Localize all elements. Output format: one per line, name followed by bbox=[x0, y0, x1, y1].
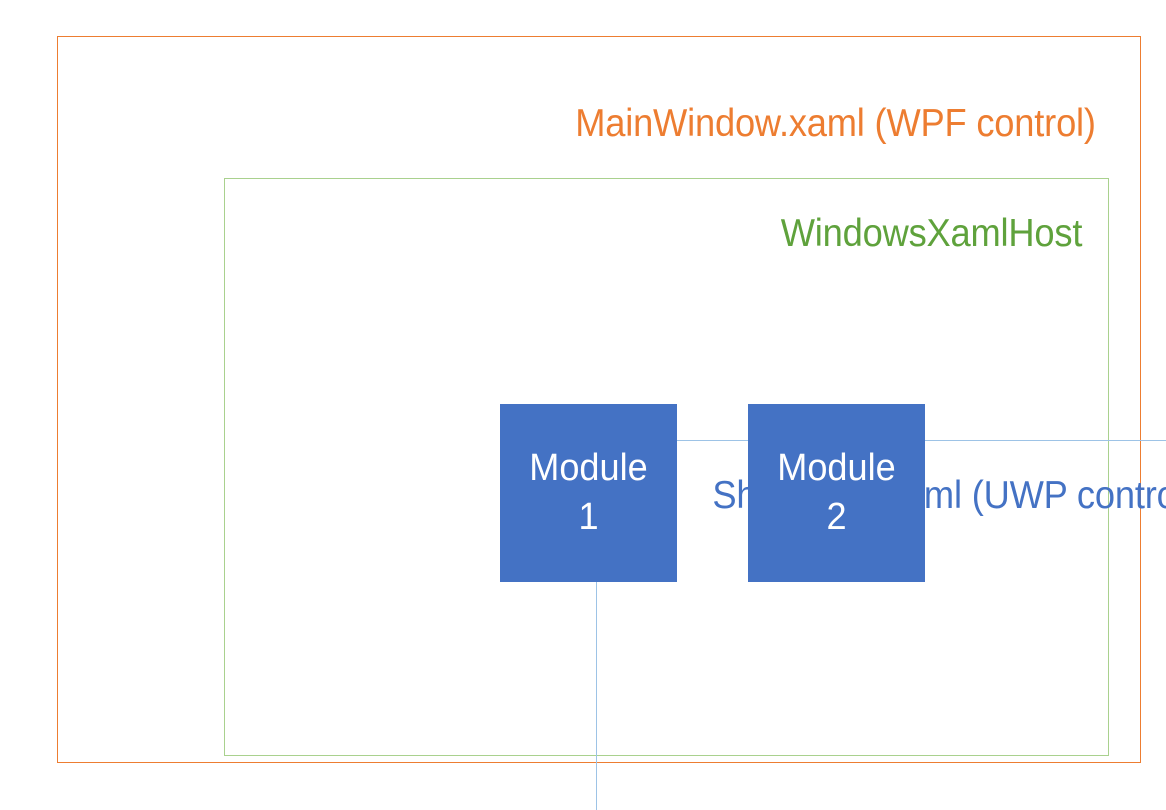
mainwindow-xaml-container: MainWindow.xaml (WPF control) WindowsXam… bbox=[57, 36, 1166, 810]
module-1-block: Module 1 bbox=[500, 404, 677, 582]
module-1-line2: 1 bbox=[578, 496, 599, 538]
module-2-label: Module 2 bbox=[762, 444, 911, 542]
module-2-line1: Module bbox=[777, 447, 896, 489]
module-1-label: Module 1 bbox=[514, 444, 663, 542]
module-2-line2: 2 bbox=[826, 496, 847, 538]
module-1-line1: Module bbox=[529, 447, 648, 489]
windowsxamlhost-label: WindowsXamlHost bbox=[780, 212, 1082, 255]
module-2-block: Module 2 bbox=[748, 404, 925, 582]
mainwindow-xaml-label: MainWindow.xaml (WPF control) bbox=[575, 102, 1096, 145]
